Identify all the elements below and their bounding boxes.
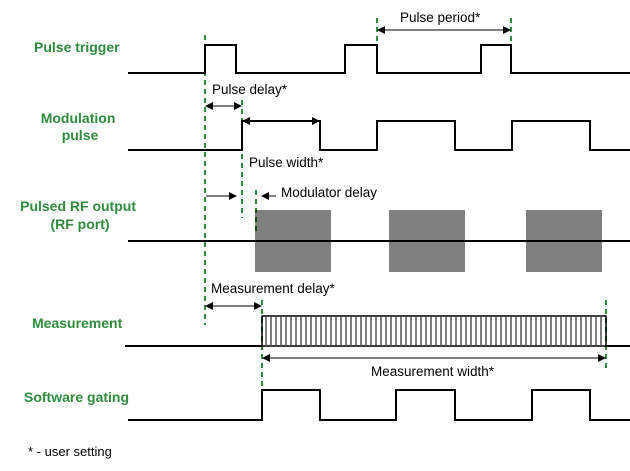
- pulse-width-label: Pulse width*: [249, 155, 324, 170]
- label-pulsed-rf-output: Pulsed RF output (RF port): [20, 198, 140, 232]
- measurement-width-label: Measurement width*: [371, 364, 495, 379]
- rf-output-bursts: [255, 210, 602, 272]
- measurement-delay-label: Measurement delay*: [211, 281, 336, 296]
- modulation-pulse-signal: [128, 120, 630, 151]
- label-pulse-trigger: Pulse trigger: [34, 39, 120, 55]
- measurement-window: [261, 315, 607, 347]
- measurement-window-hatch: [265, 317, 602, 345]
- label-measurement: Measurement: [32, 315, 123, 331]
- modulator-delay-label: Modulator delay: [281, 185, 377, 200]
- pulse-period-label: Pulse period*: [400, 10, 481, 25]
- footnote: * - user setting: [28, 444, 112, 459]
- label-software-gating: Software gating: [24, 389, 129, 405]
- label-modulation-pulse: Modulation pulse: [41, 110, 120, 143]
- pulse-trigger-signal: [128, 44, 630, 74]
- software-gating-signal: [128, 389, 630, 421]
- pulse-delay-label: Pulse delay*: [212, 82, 288, 97]
